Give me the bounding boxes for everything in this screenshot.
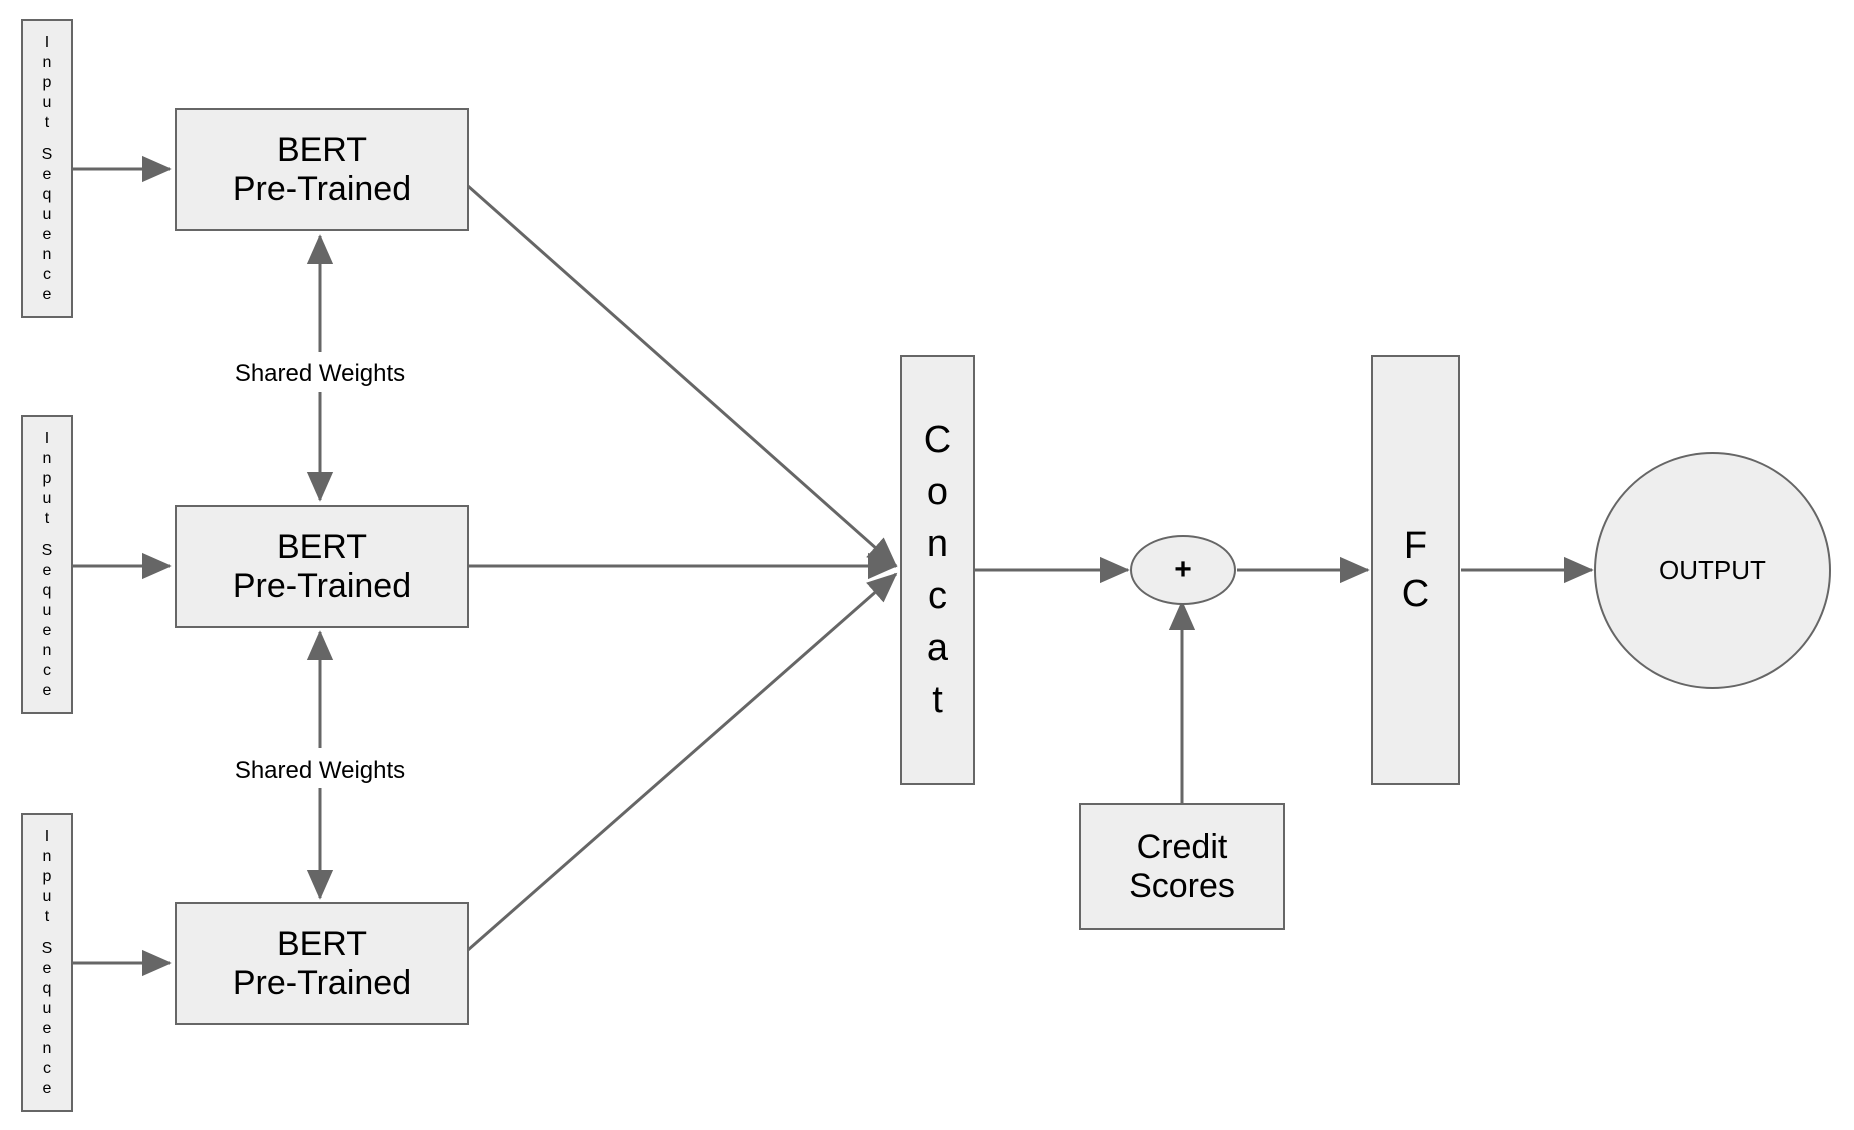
- credit-scores-line1: Credit: [1136, 828, 1228, 867]
- adder-symbol: +: [1174, 553, 1192, 586]
- bert-box-3-line2: Pre-Trained: [232, 963, 412, 1002]
- bert-box-1-line2: Pre-Trained: [232, 169, 412, 208]
- bert-box-3-line1: BERT: [276, 925, 368, 964]
- bert-box-2-line1: BERT: [276, 528, 368, 567]
- bert-box-1-line1: BERT: [276, 131, 368, 170]
- bert-box-2-line2: Pre-Trained: [232, 566, 412, 605]
- output-label: OUTPUT: [1659, 555, 1766, 585]
- bert-pretrained-box-3: BERT Pre-Trained: [175, 902, 469, 1025]
- edge-bert1-to-concat: [467, 184, 898, 568]
- shared-weights-label-2: Shared Weights: [234, 757, 406, 784]
- credit-scores-box: Credit Scores: [1079, 803, 1285, 930]
- shared-weights-label-1: Shared Weights: [234, 360, 406, 387]
- output-node: OUTPUT: [1594, 452, 1831, 689]
- bert-pretrained-box-2: BERT Pre-Trained: [175, 505, 469, 628]
- bert-pretrained-box-1: BERT Pre-Trained: [175, 108, 469, 231]
- adder-node: +: [1130, 535, 1236, 605]
- edge-bert3-to-concat: [467, 572, 898, 952]
- credit-scores-line2: Scores: [1129, 866, 1235, 905]
